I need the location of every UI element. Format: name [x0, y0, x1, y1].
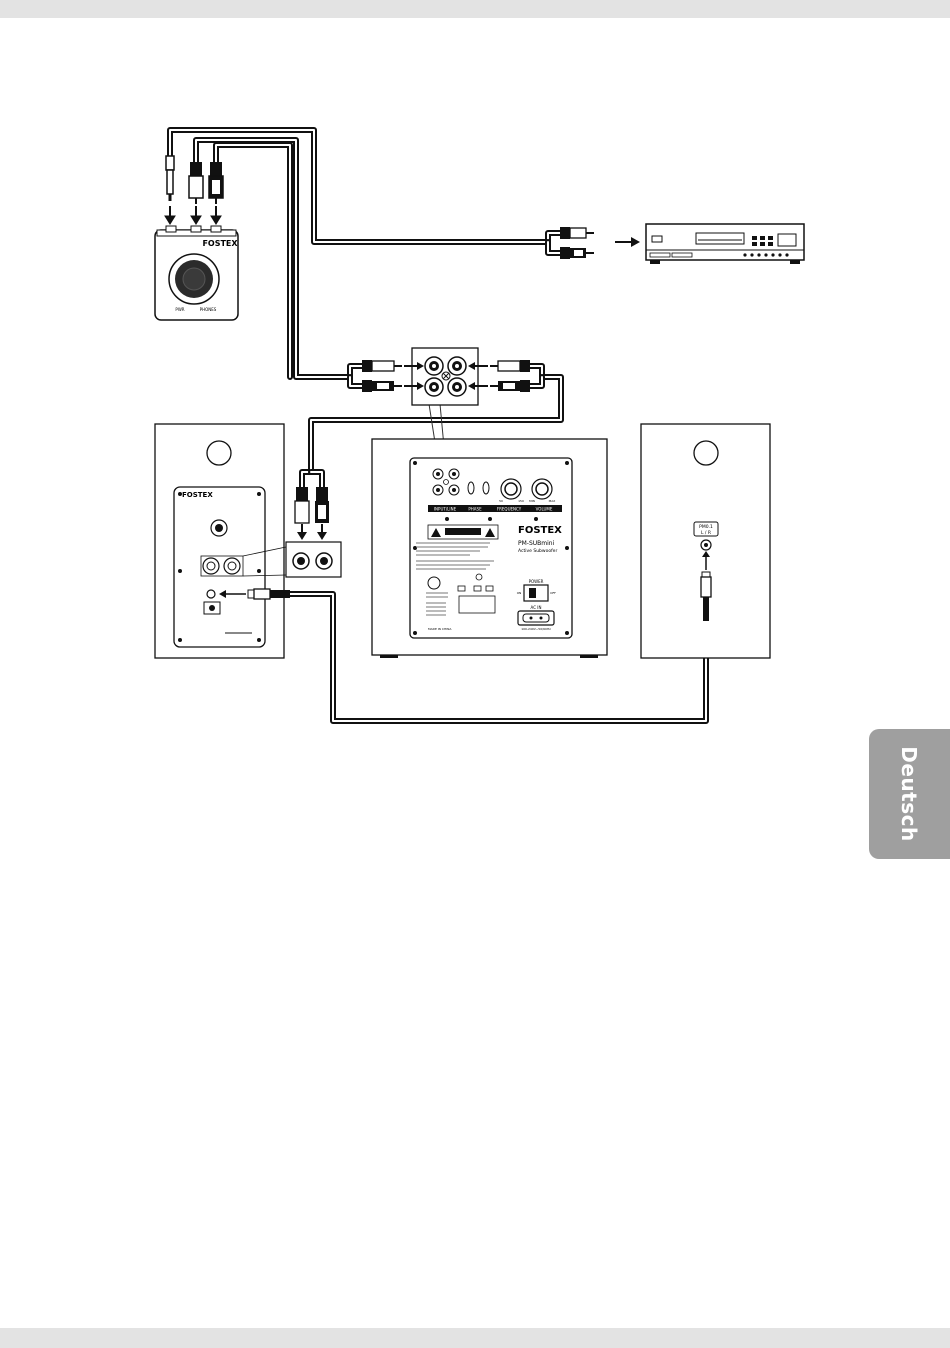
- vol-min-mark: MIN: [529, 499, 535, 503]
- sub-power-on: ON: [517, 591, 522, 595]
- controller-label-pwr: PWR: [175, 307, 184, 312]
- sub-origin: MADE IN CHINA: [428, 627, 452, 631]
- sub-model: PM-SUBmini: [518, 540, 555, 547]
- sub-input-callout: [362, 348, 530, 405]
- arrow-down-icon: [165, 206, 221, 224]
- cd-rca-plugs: [560, 227, 594, 259]
- rca-plug-white: [189, 162, 203, 204]
- freq-max-mark: 150: [518, 499, 524, 503]
- right-speaker-badge-bottom: L / R: [701, 530, 711, 536]
- sub-voltage: 100-240V~50/60Hz: [521, 627, 551, 631]
- sub-label-frequency: FREQUENCY: [497, 507, 522, 512]
- sub-subtitle: Active Subwoofer: [518, 548, 557, 554]
- rca-plug-red: [209, 162, 223, 204]
- cd-player: [560, 224, 804, 264]
- arrow-down-icon: [297, 524, 327, 540]
- left-speaker-brand: FOSTEX: [182, 491, 213, 499]
- sub-ac-in-label: AC IN: [531, 605, 542, 610]
- sub-brand: FOSTEX: [518, 525, 562, 536]
- sub-label-volume: VOLUME: [536, 507, 553, 512]
- arrow-right-icon: [615, 237, 640, 247]
- right-speaker-badge-top: PM0.1: [699, 524, 713, 530]
- sub-label-phase: PHASE: [468, 507, 482, 512]
- sub-label-input: INPUT/LINE: [434, 507, 457, 512]
- volume-controller: FOSTEX PWR PHONES: [155, 226, 238, 320]
- mini-plug: [166, 156, 174, 201]
- subwoofer: 50 150 MIN MAX INPUT/LINE PHASE FREQUENC…: [372, 439, 607, 658]
- controller-plugs: [165, 156, 223, 224]
- sub-power-off: OFF: [550, 591, 556, 595]
- controller-label-phones: PHONES: [200, 307, 217, 312]
- right-speaker: PM0.1 L / R: [641, 424, 770, 658]
- freq-min-mark: 50: [499, 499, 503, 503]
- sub-power-label: POWER: [529, 579, 544, 584]
- controller-brand: FOSTEX: [202, 239, 238, 248]
- vol-max-mark: MAX: [549, 499, 556, 503]
